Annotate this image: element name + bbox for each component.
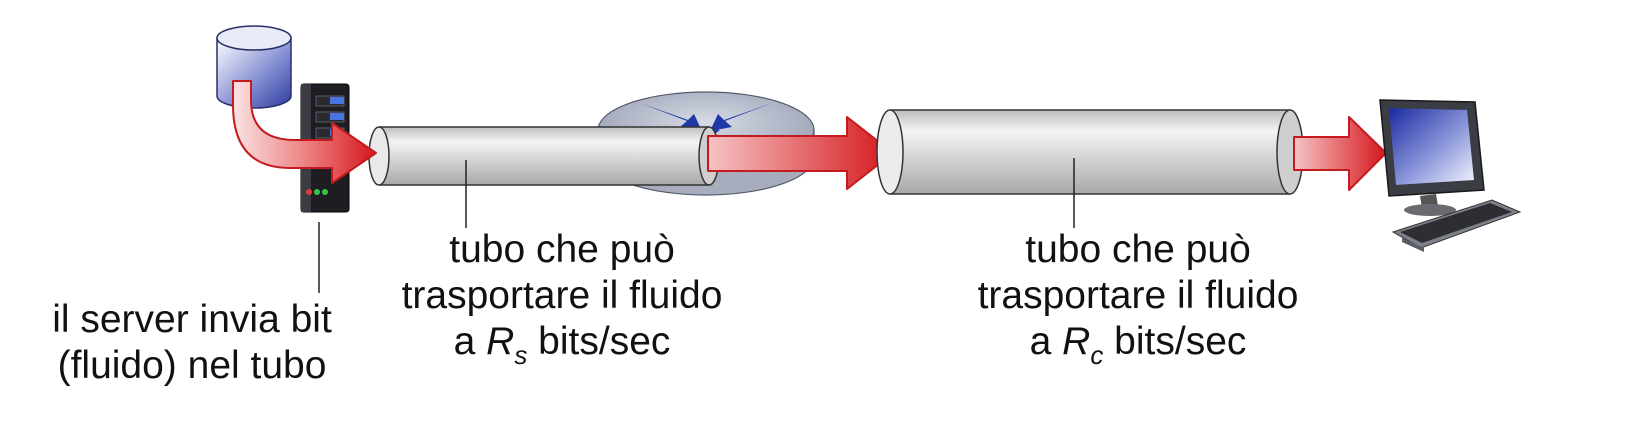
pipe-rc-prefix: a: [1029, 320, 1052, 363]
pipe-rc-label-line1: tubo che può: [1025, 228, 1251, 271]
pipe-rs-label-line3: a Rs bits/sec: [372, 319, 752, 378]
pipe-rc-label: tubo che può trasportare il fluido a Rc …: [948, 227, 1328, 378]
pipe-rs: [368, 126, 720, 186]
pipe-rs-units: bits/sec: [538, 320, 671, 363]
flow-arrow-middle: [707, 116, 894, 190]
flow-arrow-right: [1293, 116, 1387, 191]
pipe-rc: [876, 109, 1304, 195]
server-label-line1: il server invia bit: [52, 298, 332, 341]
pipe-rs-label: tubo che può trasportare il fluido a Rs …: [372, 227, 752, 378]
database-icon: [216, 25, 292, 109]
server-label: il server invia bit (fluido) nel tubo: [30, 297, 354, 389]
pipe-rs-prefix: a: [453, 320, 476, 363]
pipe-rc-rate-subscript: c: [1090, 340, 1104, 370]
pipe-rs-rate-symbol: R: [486, 320, 515, 363]
pipe-rs-label-line1: tubo che può: [449, 228, 675, 271]
computer-icon: [1379, 99, 1522, 252]
server-label-line2: (fluido) nel tubo: [57, 344, 327, 387]
pipe-rc-units: bits/sec: [1114, 320, 1247, 363]
pipe-rc-label-line3: a Rc bits/sec: [948, 319, 1328, 378]
flow-arrow-server: [232, 80, 377, 184]
pipe-rc-label-line2: trasportare il fluido: [977, 274, 1299, 317]
pipe-rs-label-line2: trasportare il fluido: [401, 274, 723, 317]
pipe-rs-rate-subscript: s: [514, 340, 528, 370]
pipe-rc-rate-symbol: R: [1062, 320, 1091, 363]
